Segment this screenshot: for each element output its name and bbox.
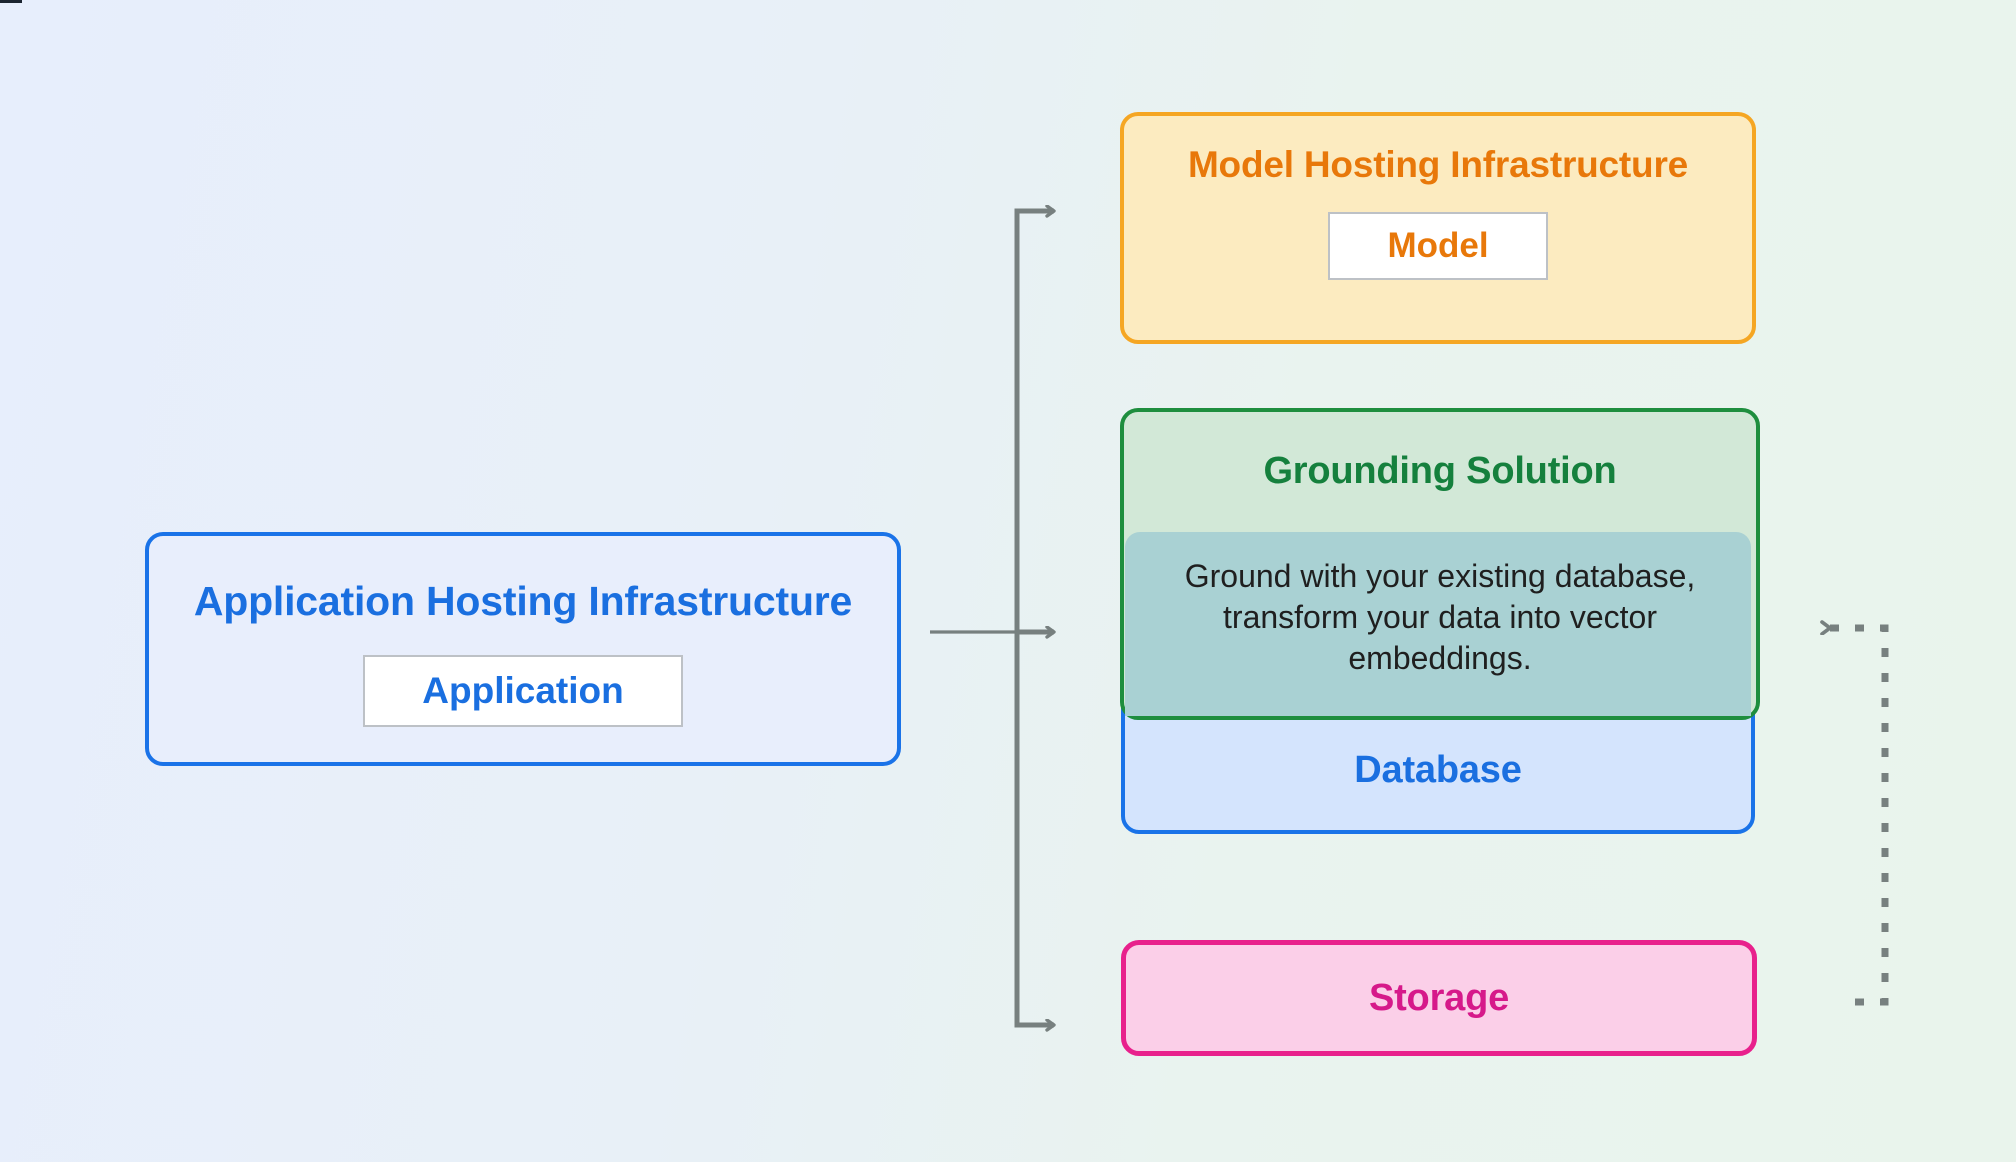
application-chip[interactable]: Application xyxy=(363,655,683,727)
model-hosting-title: Model Hosting Infrastructure xyxy=(1187,144,1689,185)
connector-storage-to-database xyxy=(1830,628,1889,1006)
node-application-hosting-infrastructure[interactable]: Application Hosting Infrastructure Appli… xyxy=(145,532,901,766)
application-hosting-title: Application Hosting Infrastructure xyxy=(193,578,853,624)
grounding-solution-title: Grounding Solution xyxy=(1263,450,1617,492)
grounding-database-overlap-region xyxy=(1125,532,1751,716)
grounding-description-text: Ground with your existing database, tran… xyxy=(1184,558,1696,676)
node-storage[interactable]: Storage xyxy=(1121,940,1757,1056)
storage-title: Storage xyxy=(1368,976,1510,1019)
node-model-hosting-infrastructure[interactable]: Model Hosting Infrastructure Model xyxy=(1120,112,1756,344)
database-title: Database xyxy=(1354,749,1522,791)
corner-artifact xyxy=(0,0,22,3)
model-chip[interactable]: Model xyxy=(1328,212,1548,280)
